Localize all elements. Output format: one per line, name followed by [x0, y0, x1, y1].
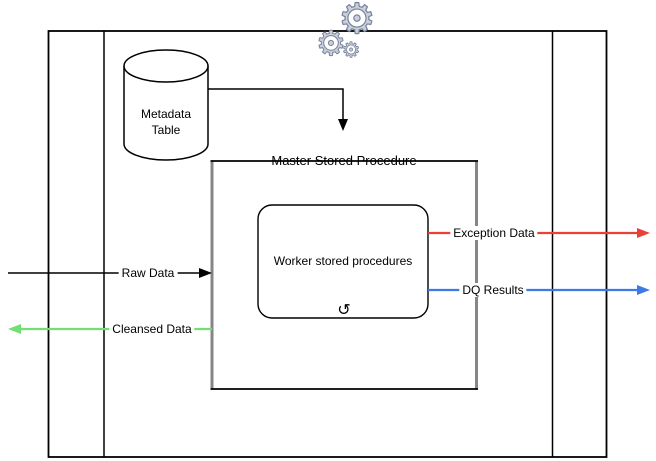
loop-icon: ↺	[337, 302, 351, 319]
arrowhead-down-icon	[338, 119, 348, 131]
gears-icon: ⚙ ⚙ ⚙	[315, 0, 376, 65]
metadata-table-cylinder	[123, 49, 209, 161]
cylinder-body	[123, 66, 209, 161]
dq-results-label: DQ Results	[459, 283, 527, 297]
gear-small-icon: ⚙	[342, 38, 361, 62]
arrowhead-right-icon	[637, 285, 650, 295]
edge-metadata-line	[208, 88, 344, 121]
worker-box	[257, 204, 429, 319]
outer-frame	[47, 30, 608, 458]
cylinder-top	[123, 49, 209, 83]
gear-large-icon: ⚙	[338, 0, 376, 43]
master-stored-procedure-label: Master Stored Procedure	[271, 153, 417, 168]
arrowhead-right-icon	[199, 268, 212, 278]
worker-stored-procedures-label: Worker stored procedures	[273, 254, 413, 268]
edge-metadata-to-master	[208, 88, 348, 131]
cleansed-data-label: Cleansed Data	[109, 322, 195, 336]
edge-raw-data	[8, 268, 212, 278]
raw-data-label: Raw Data	[118, 266, 178, 280]
arrowhead-left-icon	[8, 324, 21, 334]
metadata-table-label: Metadata Table	[140, 107, 192, 137]
master-box	[210, 160, 478, 390]
gear-medium-icon: ⚙	[316, 24, 346, 64]
exception-data-label: Exception Data	[450, 226, 538, 240]
arrowhead-right-icon	[637, 228, 650, 238]
frame-rect	[47, 30, 608, 458]
